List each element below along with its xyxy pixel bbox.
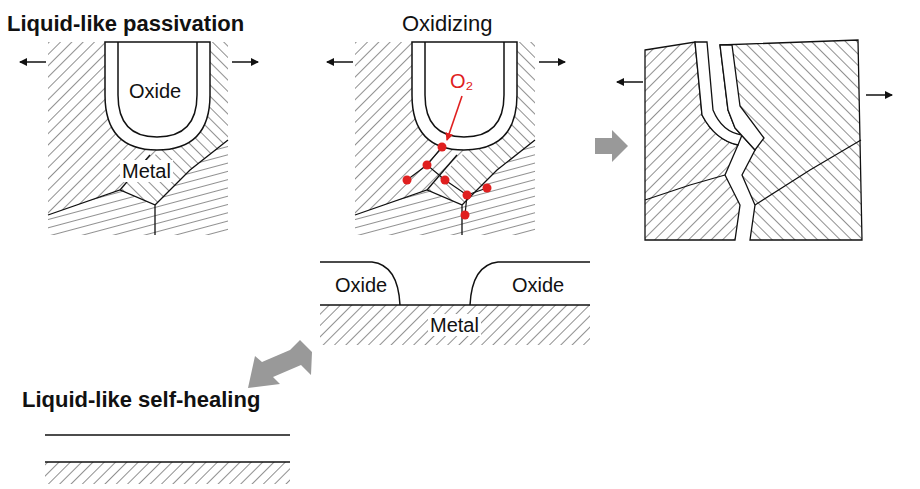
oxide-label: Oxide <box>510 274 566 296</box>
panel-heading: Liquid-like passivation <box>5 12 246 36</box>
oxygen-label: O₂ <box>448 70 475 92</box>
metal-label: Metal <box>120 160 173 182</box>
crack-tip-figure <box>48 42 228 235</box>
oxide-label: Oxide <box>127 80 183 102</box>
oxide-gap-figure <box>320 262 590 345</box>
healed-figure <box>45 435 290 484</box>
panel-heading: Oxidizing <box>400 12 494 36</box>
oxidizing-figure <box>355 42 535 235</box>
oxide-label: Oxide <box>333 274 389 296</box>
metal-label: Metal <box>428 314 481 336</box>
cracked-figure <box>645 40 862 240</box>
panel-heading: Liquid-like self-healing <box>20 388 262 412</box>
